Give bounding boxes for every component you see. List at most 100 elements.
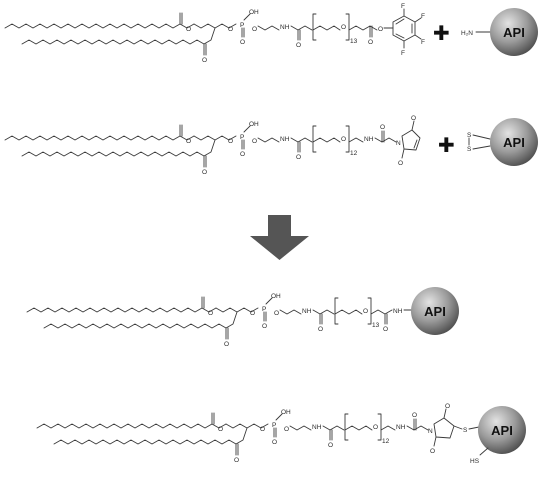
product-1: O O O P OH O O NH O O 13 O NH API xyxy=(26,287,459,348)
amide-nh-label: NH xyxy=(312,424,322,431)
sulfur-api-bond xyxy=(468,426,480,430)
peg-repeat-unit xyxy=(312,137,341,143)
p-oh-bond xyxy=(243,13,251,21)
oxygen-label: O xyxy=(252,138,257,145)
fluorine-label: F xyxy=(401,50,405,57)
oxygen-label: O xyxy=(412,412,417,419)
p-oh-bond xyxy=(265,297,273,305)
peg-bracket-left xyxy=(334,297,339,325)
peg-bracket-right xyxy=(367,297,372,325)
c-f-bond xyxy=(414,17,422,23)
oxygen-label: O xyxy=(208,310,213,317)
c-f-bond xyxy=(414,34,422,40)
oxygen-label: O xyxy=(411,115,416,122)
propionyl-linker xyxy=(374,137,397,143)
disulfide-api-reagent: S S API xyxy=(467,118,538,166)
api-sphere xyxy=(490,118,538,166)
p-oh-bond xyxy=(243,125,251,133)
peg-repeat-count: 13 xyxy=(372,322,380,329)
phosphorus-label: P xyxy=(240,134,244,141)
carbonyl-bond xyxy=(433,436,437,447)
peg-bracket-left xyxy=(312,125,317,153)
oxygen-label: O xyxy=(284,426,289,433)
peg-repeat-count: 13 xyxy=(350,38,358,45)
ester-link xyxy=(211,423,227,429)
ester-link xyxy=(179,135,195,141)
glycerol-branch xyxy=(235,427,248,445)
phosphorus-label: P xyxy=(240,22,244,29)
sulfur-label: S xyxy=(463,427,468,434)
amine-api-reagent: H₂N API xyxy=(461,8,538,56)
oxygen-label: O xyxy=(296,154,301,161)
lower-acyl-chain xyxy=(21,151,205,157)
api-sphere xyxy=(411,287,459,335)
upper-acyl-chain xyxy=(4,23,181,29)
oxygen-label: O xyxy=(272,439,277,446)
sulfur-bond xyxy=(472,145,491,150)
lower-acyl-chain xyxy=(43,323,227,329)
amide-linker xyxy=(312,309,335,315)
peg-repeat-unit xyxy=(312,25,341,31)
succinimide-ring xyxy=(433,417,455,439)
p-oh-bond xyxy=(275,413,283,421)
product-2: O O O P OH O O NH O O 12 NH O N xyxy=(36,403,526,465)
oxygen-label: O xyxy=(341,24,346,31)
oxygen-label: O xyxy=(240,151,245,158)
propionyl-linker xyxy=(406,425,429,431)
oxygen-label: O xyxy=(250,310,255,317)
oxygen-label: O xyxy=(202,169,207,176)
peg-bracket-left xyxy=(344,413,349,441)
api-sphere xyxy=(478,406,526,454)
lipid-molecule-1: O O O P OH O O NH O xyxy=(4,3,425,64)
plus-sign: ✚ xyxy=(433,21,450,45)
sulfur-label: S xyxy=(467,132,472,139)
oxygen-label: O xyxy=(274,310,279,317)
amide-linker xyxy=(290,137,313,143)
maleimide-double-bond xyxy=(413,139,418,149)
oxygen-label: O xyxy=(228,26,233,33)
nitrogen-label: N xyxy=(396,140,401,147)
amide-nh-label: NH xyxy=(396,424,406,431)
glycerol-branch xyxy=(203,139,216,157)
ethanolamine-linker xyxy=(257,25,280,31)
reaction-2: O O O P OH O O NH O O 12 xyxy=(4,115,538,176)
oxygen-label: O xyxy=(202,57,207,64)
oxygen-label: O xyxy=(341,136,346,143)
hydroxyl-label: OH xyxy=(249,9,259,16)
glycerol-branch xyxy=(203,27,216,45)
oxygen-label: O xyxy=(228,138,233,145)
hydroxyl-label: OH xyxy=(271,293,281,300)
oxygen-label: O xyxy=(252,26,257,33)
lipid-molecule-2: O O O P OH O O NH O O 12 xyxy=(4,115,421,176)
thiol-label: HS xyxy=(470,458,480,465)
peg-bracket-right xyxy=(345,13,350,41)
phosphorus-label: P xyxy=(272,422,276,429)
sulfur-label: S xyxy=(467,146,472,153)
amide-nh-label: NH xyxy=(364,136,374,143)
amide-linker-2 xyxy=(370,309,393,315)
thiol-bond xyxy=(479,447,489,456)
peg-repeat-count: 12 xyxy=(382,438,390,445)
thioether-bond xyxy=(453,425,463,430)
amine-label: H₂N xyxy=(461,30,473,37)
oxygen-label: O xyxy=(296,42,301,49)
oxygen-label: O xyxy=(328,442,333,449)
ester-link xyxy=(201,307,217,313)
amide-linker-2 xyxy=(380,425,396,431)
amide-nh-label: NH xyxy=(280,24,290,31)
reaction-1: O O O P OH O O NH O xyxy=(4,3,538,64)
api-label: API xyxy=(503,135,525,150)
oxygen-label: O xyxy=(368,39,373,46)
api-label: API xyxy=(503,25,525,40)
oxygen-label: O xyxy=(262,323,267,330)
peg-repeat-unit xyxy=(344,425,373,431)
fluorine-label: F xyxy=(401,3,405,10)
oxygen-label: O xyxy=(318,326,323,333)
api-label: API xyxy=(424,304,446,319)
ring-double-bond xyxy=(395,18,405,25)
peg-repeat-count: 12 xyxy=(350,150,358,157)
hydroxyl-label: OH xyxy=(281,409,291,416)
glycerol-branch xyxy=(225,311,238,329)
peg-bracket-right xyxy=(377,413,382,441)
